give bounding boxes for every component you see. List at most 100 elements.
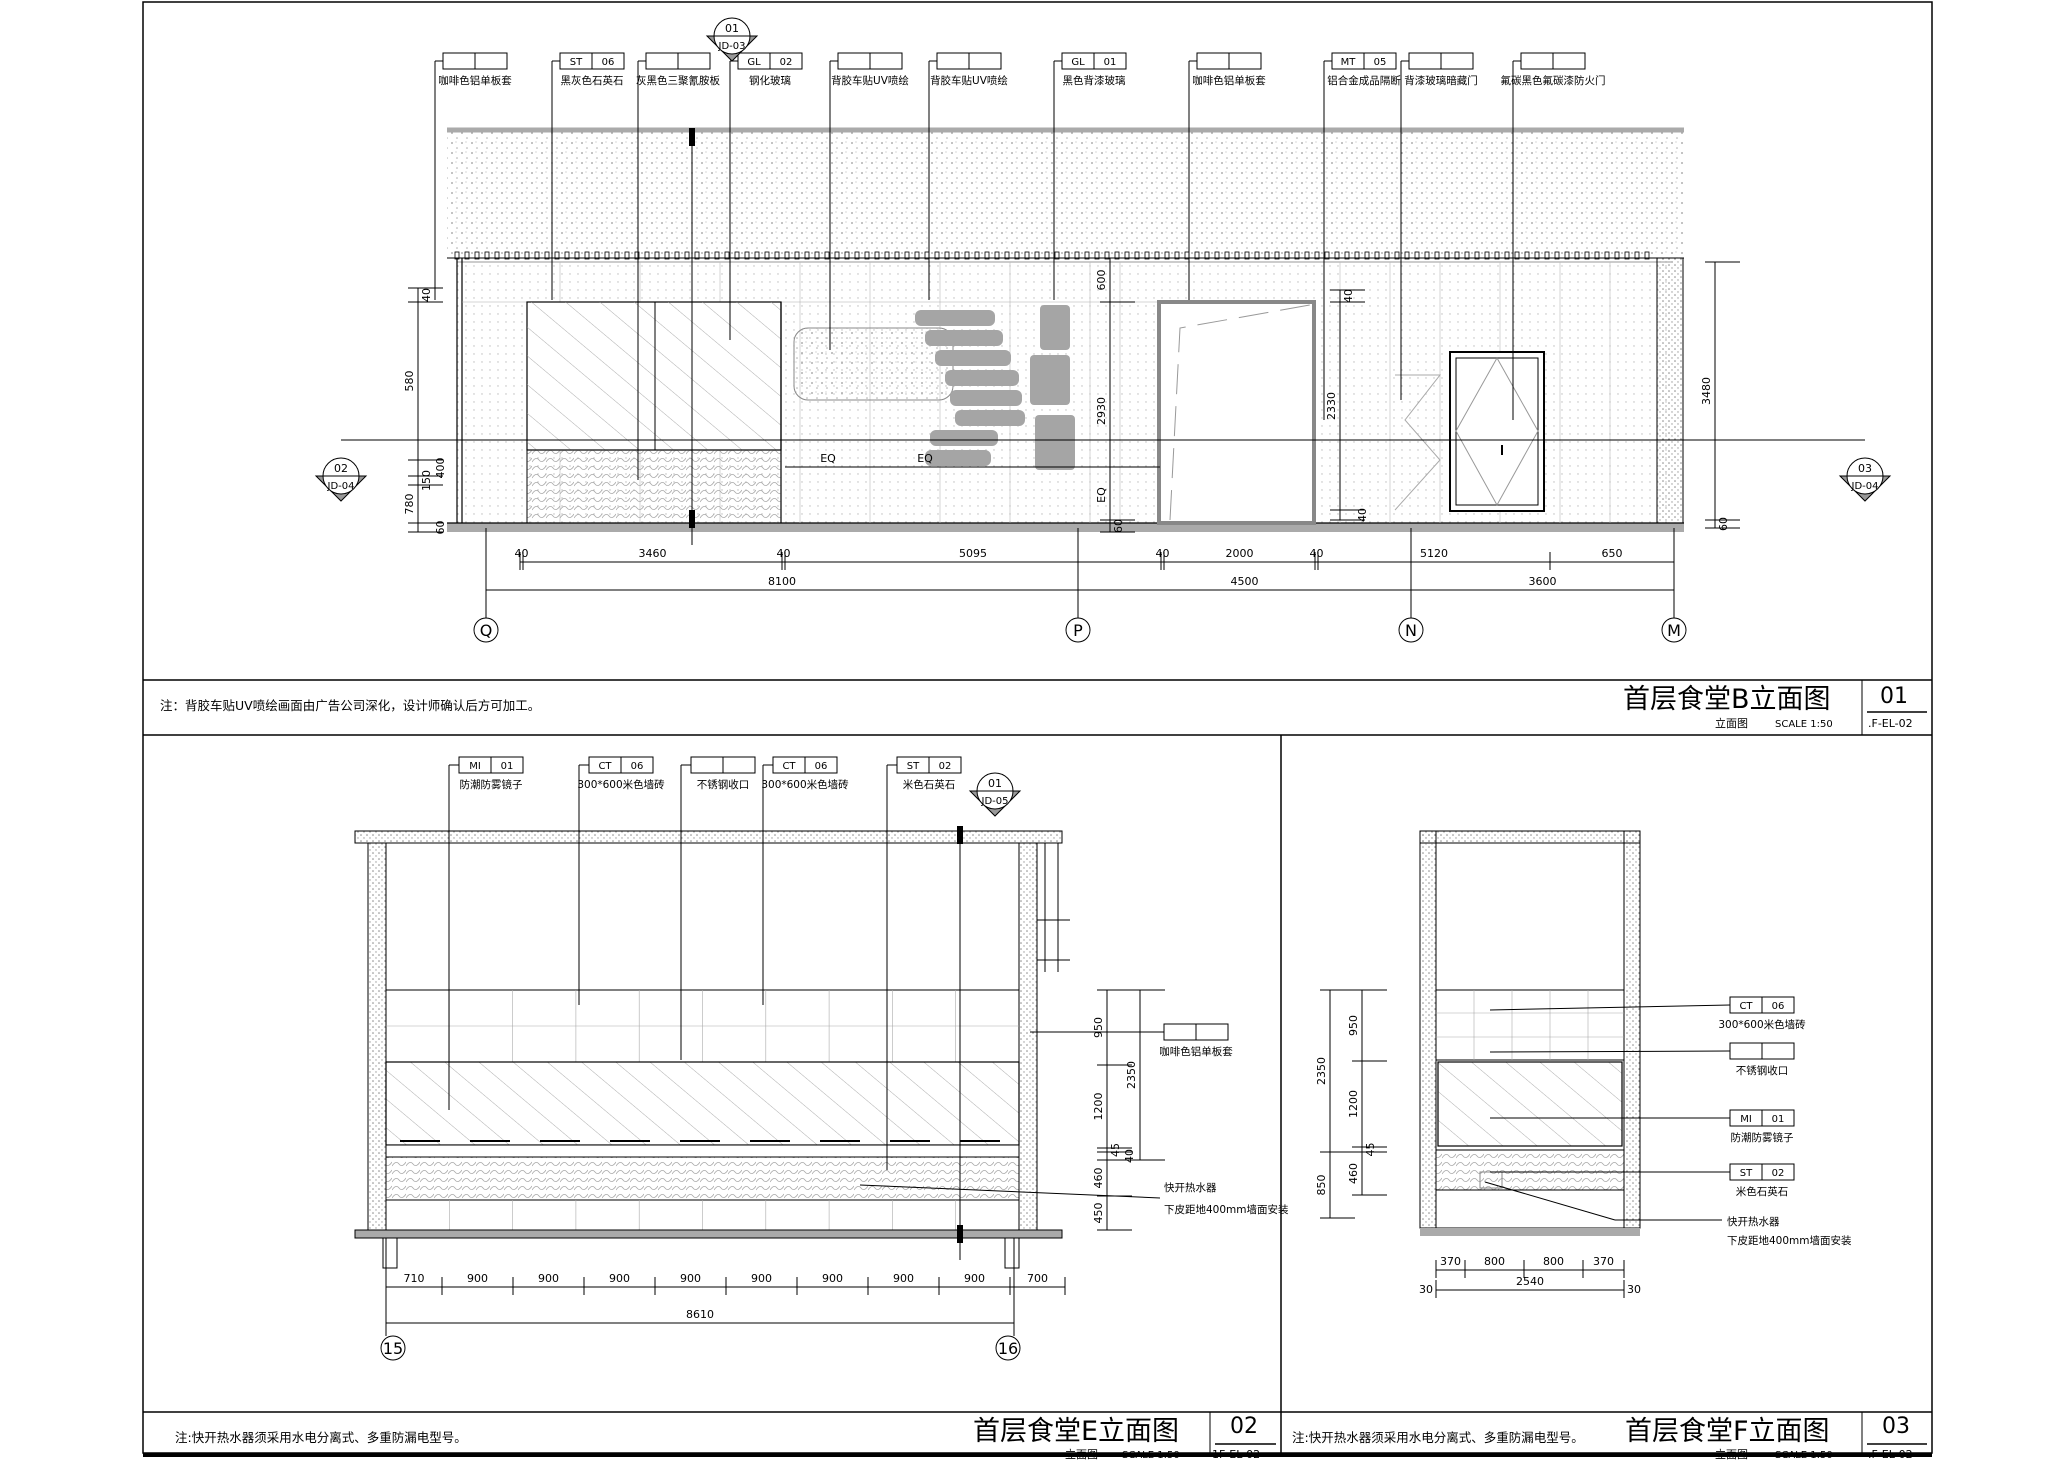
callout-label: 咖啡色铝单板套 [438,74,512,87]
mirror [1437,1061,1623,1147]
dimension-label-f: 30 [1419,1283,1433,1296]
dimension-label-f: 2540 [1516,1275,1544,1288]
dimension-label-b: 5095 [959,547,987,560]
trim-slot [704,251,710,260]
trim-slot [634,251,640,260]
plate-shape [945,370,1019,386]
trim-slot [694,251,700,260]
callout-code-number: 02 [939,761,952,772]
trim-slot [1394,251,1400,260]
trim-slot [1404,251,1410,260]
plate-shape [925,450,991,466]
material-callout-b: 氟碳黑色氟碳漆防火门 [1501,52,1606,87]
grid-bubble [1065,617,1091,643]
trim-slot [794,251,800,260]
trim-slot [1224,251,1230,260]
callout-code-number: 06 [631,761,644,772]
material-callout-b: 背漆玻璃暗藏门 [1404,52,1478,87]
callout-code-prefix: CT [1739,1001,1753,1012]
dimension-label-e: 950 [1092,1017,1105,1038]
dimension-label-f: 950 [1347,1015,1360,1036]
dimension-label-f: 460 [1347,1163,1360,1184]
leader-line [1489,1004,1731,1011]
trim-slot [554,251,560,260]
trim-slot [824,251,830,260]
dimension-label-b: 3600 [1529,575,1557,588]
top-slab [1419,830,1641,844]
trim-slot [884,251,890,260]
callout-label: 灰黑色三聚氰胺板 [636,74,720,87]
trim-slot [654,251,660,260]
eq-label: EQ [820,452,836,465]
trim-slot [974,251,980,260]
callout-label: 铝合金成品隔断 [1327,74,1401,87]
trim-slot [1024,251,1030,260]
trim-slot [1294,251,1300,260]
right-wall [1018,842,1038,1231]
open-area [1435,842,1625,991]
section-ref: JD-04 [1851,481,1879,492]
dimension-label-right: 3480 [1700,377,1713,405]
glass-door [1449,351,1545,512]
rect [527,302,781,450]
dimension-label-b: 40 [1310,547,1324,560]
trim-slot [644,251,650,260]
floor-column [1004,1237,1020,1269]
trim-slot [1214,251,1220,260]
section-number: 03 [1858,462,1872,475]
material-callout-b: 背胶车贴UV喷绘 [930,52,1008,87]
trim-slot [1014,251,1020,260]
callout-code-number: 01 [1104,57,1117,68]
door-diamond [1455,357,1539,507]
trim-slot [1324,251,1330,260]
leader-line [1484,1181,1616,1221]
callout-label: 300*600米色墙砖 [761,778,849,791]
dimension-label-b: 650 [1602,547,1623,560]
callout-code-number: 06 [815,761,828,772]
trim-slot [1314,251,1320,260]
dimension-label-f: 800 [1543,1255,1564,1268]
trim-slot [1594,251,1600,260]
trim-slot [954,251,960,260]
callout-label: 咖啡色铝单板套 [1159,1045,1233,1058]
trim-slot [1204,251,1210,260]
stone-base [526,449,782,524]
note-e: 注:快开热水器须采用水电分离式、多重防漏电型号。 [175,1430,467,1445]
floor-column [382,1237,398,1269]
callout-label: 300*600米色墙砖 [577,778,665,791]
trim-slot [464,251,470,260]
door [1157,300,1316,525]
counter-edge [385,1144,1020,1158]
title-e: 首层食堂E立面图 [973,1416,1179,1447]
trim-slot [1564,251,1570,260]
dimension-label-left: 40 [420,288,433,302]
trim-slot [844,251,850,260]
material-callout-b: 背胶车贴UV喷绘 [831,52,909,87]
trim-slot [614,251,620,260]
callout-label: 黑灰色石英石 [561,74,624,87]
dimension-label-b: 2000 [1226,547,1254,560]
dimension-label-left: 400 [434,458,447,479]
material-callout-b: 咖啡色铝单板套 [1192,52,1266,87]
trim-slot [874,251,880,260]
dimension-label-e: 900 [609,1272,630,1285]
dimension-label-e: 900 [964,1272,985,1285]
dimension-label-e: 710 [404,1272,425,1285]
scale-f: SCALE 1:50 [1775,1450,1833,1460]
leader-line [1489,1050,1731,1053]
grid-bubble [1398,617,1424,643]
plate-shape [950,390,1022,406]
trim-slot [1144,251,1150,260]
cup-shape [1040,305,1070,350]
dimension-label-right: 60 [1717,517,1730,531]
heater-label: 快开热水器 [1164,1181,1217,1194]
trim-slot [1174,251,1180,260]
trim-slot [504,251,510,260]
trim-slot [1374,251,1380,260]
trim-slot [564,251,570,260]
trim-slot [1134,251,1140,260]
